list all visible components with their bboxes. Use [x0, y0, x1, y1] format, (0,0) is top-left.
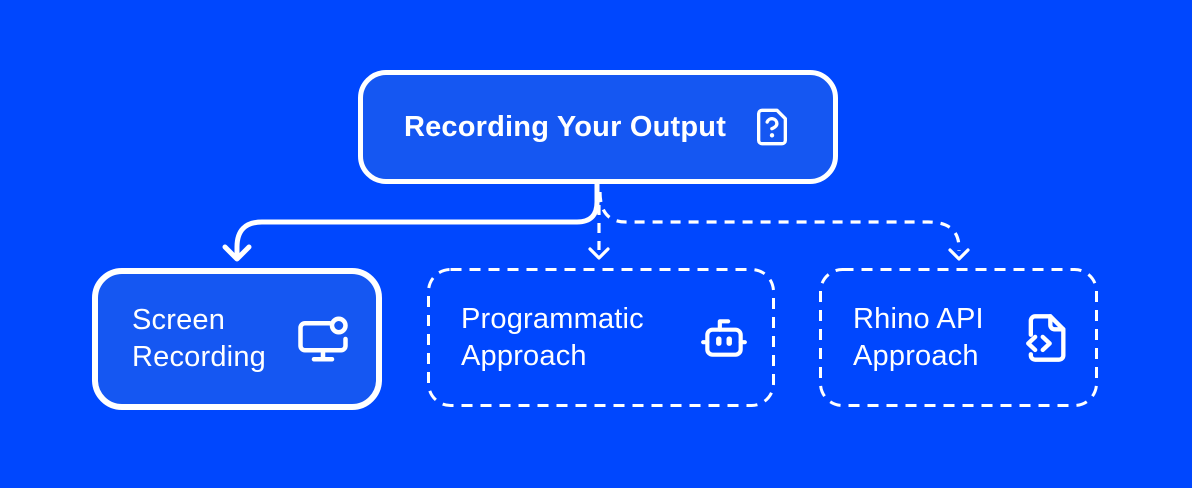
connector-solid-to-screen-recording	[234, 181, 600, 259]
child-node-label: Programmatic Approach	[461, 302, 644, 372]
screen-recording-icon	[296, 312, 350, 366]
node-rhino-api-approach[interactable]: Rhino API Approach	[819, 268, 1098, 407]
child-node-label: Rhino API Approach	[853, 302, 984, 372]
child-node-label: Screen Recording	[132, 304, 266, 373]
connector-dashed-to-rhino	[598, 191, 961, 251]
arrowhead-rhino	[948, 248, 970, 261]
robot-icon	[699, 313, 749, 363]
node-programmatic-approach[interactable]: Programmatic Approach	[427, 268, 775, 407]
arrowhead-screen-recording	[222, 244, 252, 262]
node-screen-recording[interactable]: Screen Recording	[92, 268, 382, 410]
file-code-icon	[1020, 312, 1072, 364]
arrowhead-programmatic	[588, 247, 610, 260]
node-recording-your-output[interactable]: Recording Your Output	[358, 70, 838, 184]
root-node-label: Recording Your Output	[403, 110, 727, 143]
file-question-icon	[752, 107, 792, 147]
